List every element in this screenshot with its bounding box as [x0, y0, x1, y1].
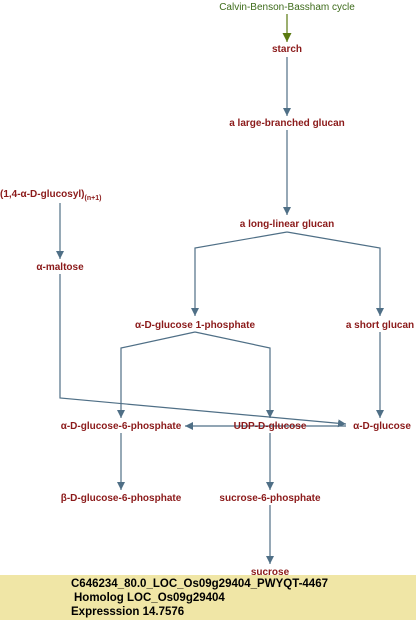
edge-long-linear-to-short-glucan [286, 231, 384, 316]
node-starch[interactable]: starch [272, 44, 302, 55]
node-udp-glucose[interactable]: UDP-D-glucose [234, 421, 307, 432]
gene-info-footer: C646234_80.0_LOC_Os09g29404_PWYQT-4467 H… [0, 575, 416, 620]
edge-maltose-to-glucose [59, 274, 347, 428]
node-glucose[interactable]: α-D-glucose [353, 421, 411, 432]
node-glucosyl-main: (1,4-α-D-glucosyl) [0, 189, 85, 200]
node-sucrose-6-phosphate[interactable]: sucrose-6-phosphate [219, 493, 321, 504]
source-pathway-label[interactable]: Calvin-Benson-Bassham cycle [219, 2, 355, 13]
node-sucrose[interactable]: sucrose [251, 567, 290, 575]
edge-long-linear-to-glucose-1-phosphate [191, 231, 288, 316]
edge-glucose-1-phosphate-to-glucose-6-phosphate [117, 331, 196, 418]
node-large-branched-glucan[interactable]: a large-branched glucan [229, 118, 345, 129]
node-glucosyl-subscript: (n+1) [85, 195, 102, 202]
node-short-glucan[interactable]: a short glucan [346, 320, 414, 331]
footer-homolog: Homolog LOC_Os09g29404 [74, 592, 225, 604]
node-glucose-6-phosphate-alpha[interactable]: α-D-glucose-6-phosphate [61, 421, 182, 432]
node-maltose[interactable]: α-maltose [36, 262, 84, 273]
node-glucosyl[interactable]: (1,4-α-D-glucosyl)(n+1) [0, 189, 101, 202]
pathway-diagram: Calvin-Benson-Bassham cycle starch a lar… [0, 2, 414, 575]
node-long-linear-glucan[interactable]: a long-linear glucan [240, 219, 334, 230]
node-glucose-1-phosphate[interactable]: α-D-glucose 1-phosphate [135, 320, 255, 331]
edge-glucose-1-phosphate-to-udp-glucose [194, 331, 274, 418]
footer-expression: Expresssion 14.7576 [71, 606, 185, 618]
node-glucose-6-phosphate-beta[interactable]: β-D-glucose-6-phosphate [61, 493, 182, 504]
footer-gene-id: C646234_80.0_LOC_Os09g29404_PWYQT-4467 [71, 578, 328, 590]
